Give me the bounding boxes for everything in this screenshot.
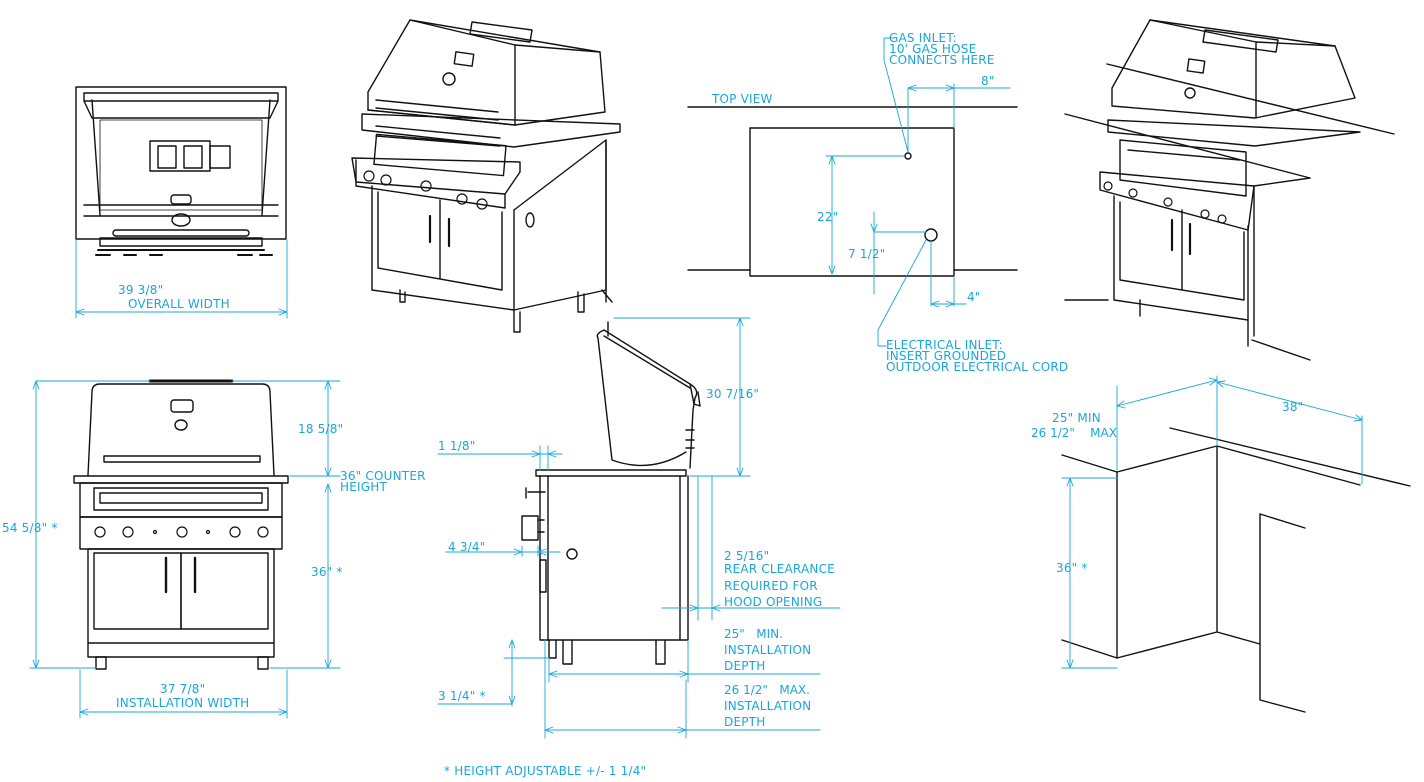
overall-width-label: OVERALL WIDTH xyxy=(128,297,230,311)
front-closed-view xyxy=(73,379,289,670)
overall-width-value: 39 3/8" xyxy=(118,283,164,297)
dimension-lines xyxy=(29,37,1363,739)
total-height-dim: 54 5/8" * xyxy=(2,521,58,535)
electrical-inlet-line-2: INSERT GROUNDED xyxy=(886,349,1007,363)
enclosure-view xyxy=(1061,427,1411,713)
min-depth-line-1: 25" MIN. xyxy=(724,627,783,641)
side-view xyxy=(521,321,701,665)
gas-offset-dim: 8" xyxy=(981,74,995,88)
rear-clearance-line-2: REAR CLEARANCE xyxy=(724,562,835,576)
rear-clearance-line-4: HOOD OPENING xyxy=(724,595,823,609)
isometric-cart-view xyxy=(351,19,621,333)
top-view-label: TOP VIEW xyxy=(712,92,773,106)
isometric-builtin-view xyxy=(1064,19,1395,361)
rear-clearance-line-1: 2 5/16" xyxy=(724,549,770,563)
gas-inlet-line-3: CONNECTS HERE xyxy=(889,53,995,67)
leg-height-dim: 3 1/4" * xyxy=(438,689,486,703)
corner-height-dim: 36" * xyxy=(1056,561,1088,575)
electrical-inlet-line-3: OUTDOOR ELECTRICAL CORD xyxy=(886,360,1069,374)
max-depth-line-1: 26 1/2" MAX. xyxy=(724,683,810,697)
max-depth-line-3: DEPTH xyxy=(724,715,766,729)
corner-width-dim: 38" xyxy=(1282,400,1304,414)
corner-depth-max: 26 1/2" MAX xyxy=(1031,426,1117,440)
min-depth-line-3: DEPTH xyxy=(724,659,766,673)
height-adjustable-footnote: * HEIGHT ADJUSTABLE +/- 1 1/4" xyxy=(444,764,647,778)
counter-height-line-1: 36" COUNTER xyxy=(340,469,426,483)
corner-depth-min: 25" MIN xyxy=(1052,411,1101,425)
max-depth-line-2: INSTALLATION xyxy=(724,699,812,713)
counter-height-line-2: HEIGHT xyxy=(340,480,387,494)
top-depth-dim: 22" xyxy=(817,210,839,224)
gas-inlet-line-2: 10' GAS HOSE xyxy=(889,42,977,56)
installation-width-label: INSTALLATION WIDTH xyxy=(116,696,250,710)
elec-offset-dim: 4" xyxy=(967,290,981,304)
installation-width-value: 37 7/8" xyxy=(160,682,206,696)
rear-clearance-line-3: REQUIRED FOR xyxy=(724,579,818,593)
electrical-inlet-line-1: ELECTRICAL INLET: xyxy=(886,338,1003,352)
hood-height-dim: 18 5/8" xyxy=(298,422,344,436)
min-depth-line-2: INSTALLATION xyxy=(724,643,812,657)
hood-open-height-dim: 30 7/16" xyxy=(706,387,760,401)
elec-height-dim: 7 1/2" xyxy=(848,247,886,261)
cart-height-dim: 36" * xyxy=(311,565,343,579)
lip-dim: 1 1/8" xyxy=(438,439,476,453)
knob-depth-dim: 4 3/4" xyxy=(448,540,486,554)
gas-inlet-line-1: GAS INLET: xyxy=(889,31,957,45)
front-open-view xyxy=(75,86,287,256)
